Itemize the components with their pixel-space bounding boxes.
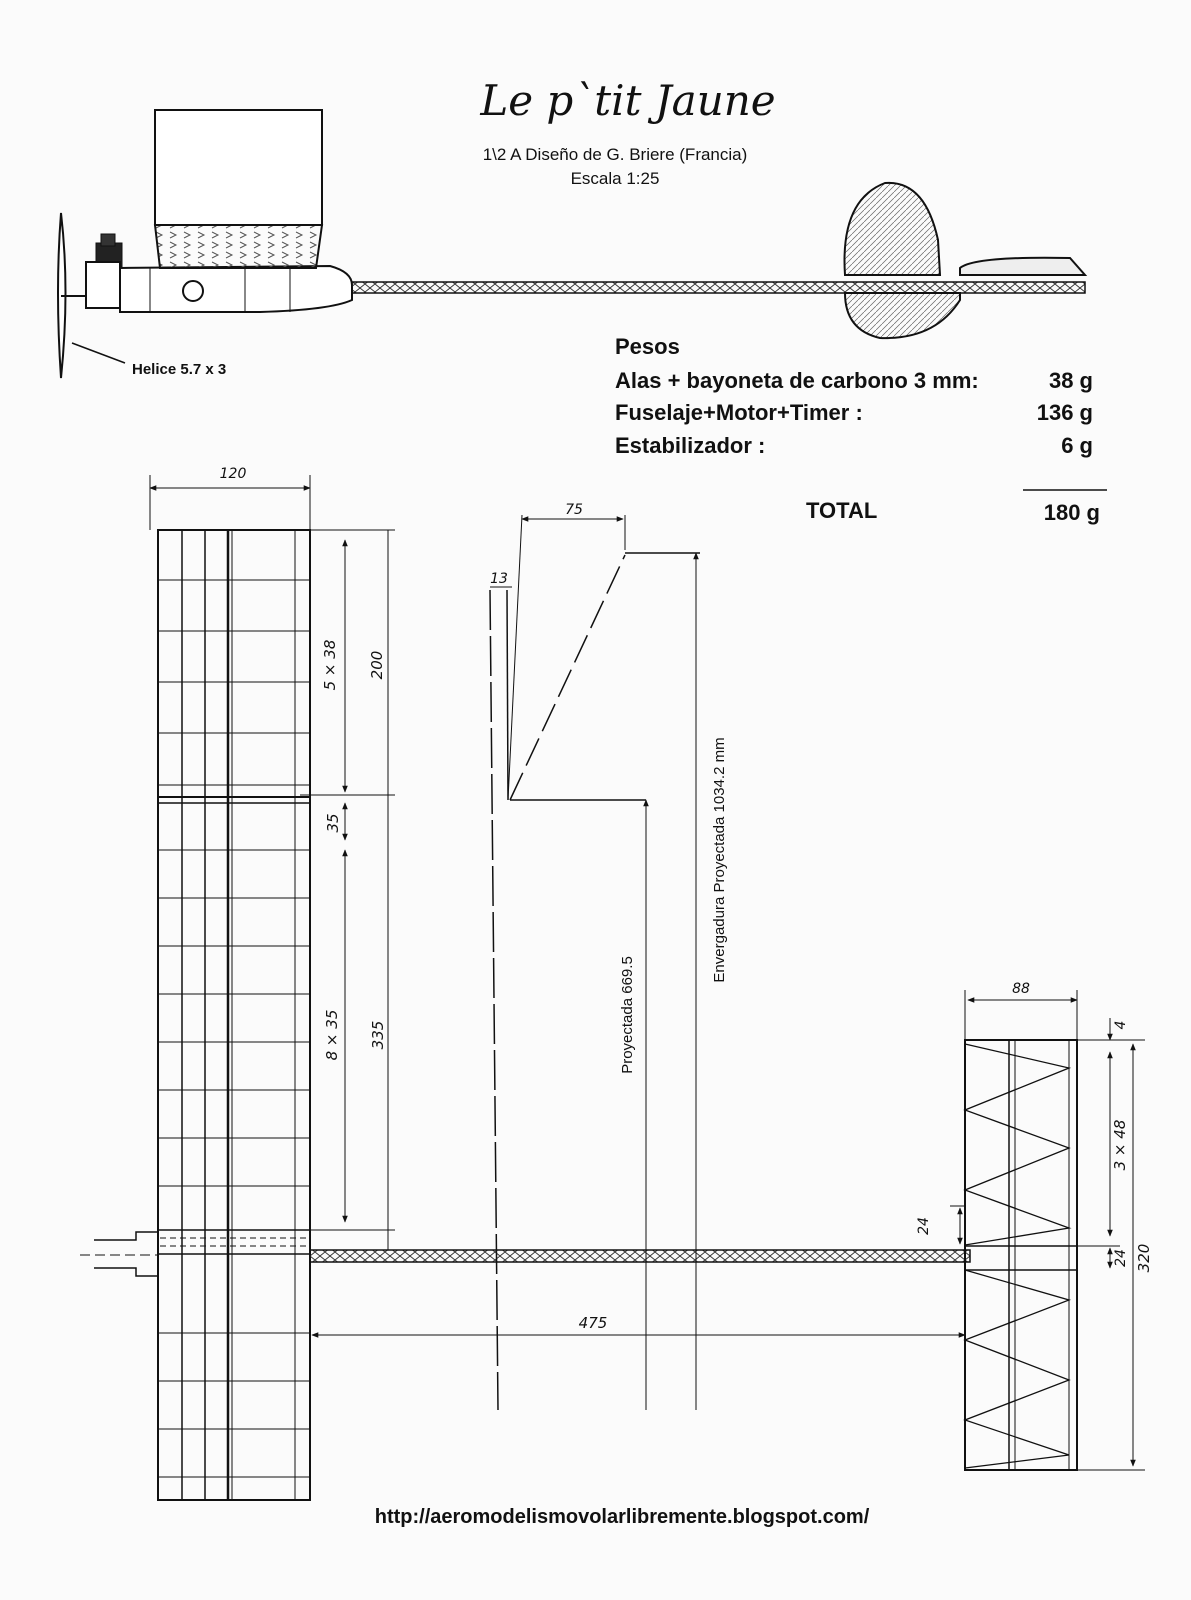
- dim-stab-le: 4: [1113, 1021, 1129, 1030]
- dim-stab-span: 320: [1135, 1244, 1153, 1273]
- weight-row-label: Fuselaje+Motor+Timer :: [615, 400, 863, 425]
- dim-panel-top: 200: [368, 651, 386, 680]
- weights-heading: Pesos: [615, 334, 680, 359]
- dim-tip-offset: 75: [565, 502, 583, 518]
- dihedral-diagram: [489, 514, 700, 1411]
- dim-panel-bottom: 335: [369, 1021, 387, 1050]
- dim-stab-ribs: 3 × 48: [1111, 1120, 1129, 1171]
- plan-subtitle: 1\2 A Diseño de G. Briere (Francia): [483, 145, 748, 164]
- dim-ribs-top: 5 × 38: [321, 640, 339, 691]
- weight-row-value: 6 g: [1061, 433, 1093, 458]
- weight-row-value: 38 g: [1049, 368, 1093, 393]
- dim-stab-chord: 88: [1012, 981, 1030, 997]
- stabilizer-plan: [950, 990, 1145, 1471]
- weight-row-label: Estabilizador :: [615, 433, 765, 458]
- span-label: Envergadura Proyectada 1034.2 mm: [711, 737, 728, 982]
- dim-gap: 35: [324, 813, 342, 832]
- plan-scale: Escala 1:25: [571, 169, 660, 188]
- projected-label: Proyectada 669.5: [619, 956, 636, 1074]
- dim-tail-moment: 475: [579, 1314, 608, 1332]
- weight-row-value: 136 g: [1037, 400, 1093, 425]
- side-view: [57, 109, 1088, 379]
- dim-ribs-bottom: 8 × 35: [323, 1010, 341, 1061]
- total-label: TOTAL: [806, 498, 877, 523]
- dim-wing-chord: 120: [220, 466, 247, 482]
- total-value: 180 g: [1044, 500, 1100, 525]
- plan-title: Le p`tit Jaune: [479, 76, 775, 125]
- dim-stab-a: 24: [916, 1217, 932, 1235]
- weights-table: Pesos Alas + bayoneta de carbono 3 mm: 3…: [615, 334, 1107, 525]
- dim-tip-small: 13: [490, 571, 508, 587]
- footer-url[interactable]: http://aeromodelismovolarlibremente.blog…: [375, 1506, 870, 1528]
- propeller-label: Helice 5.7 x 3: [132, 361, 226, 378]
- dim-stab-b: 24: [1113, 1249, 1129, 1267]
- weight-row-label: Alas + bayoneta de carbono 3 mm:: [615, 368, 979, 393]
- wing-plan: [80, 475, 971, 1501]
